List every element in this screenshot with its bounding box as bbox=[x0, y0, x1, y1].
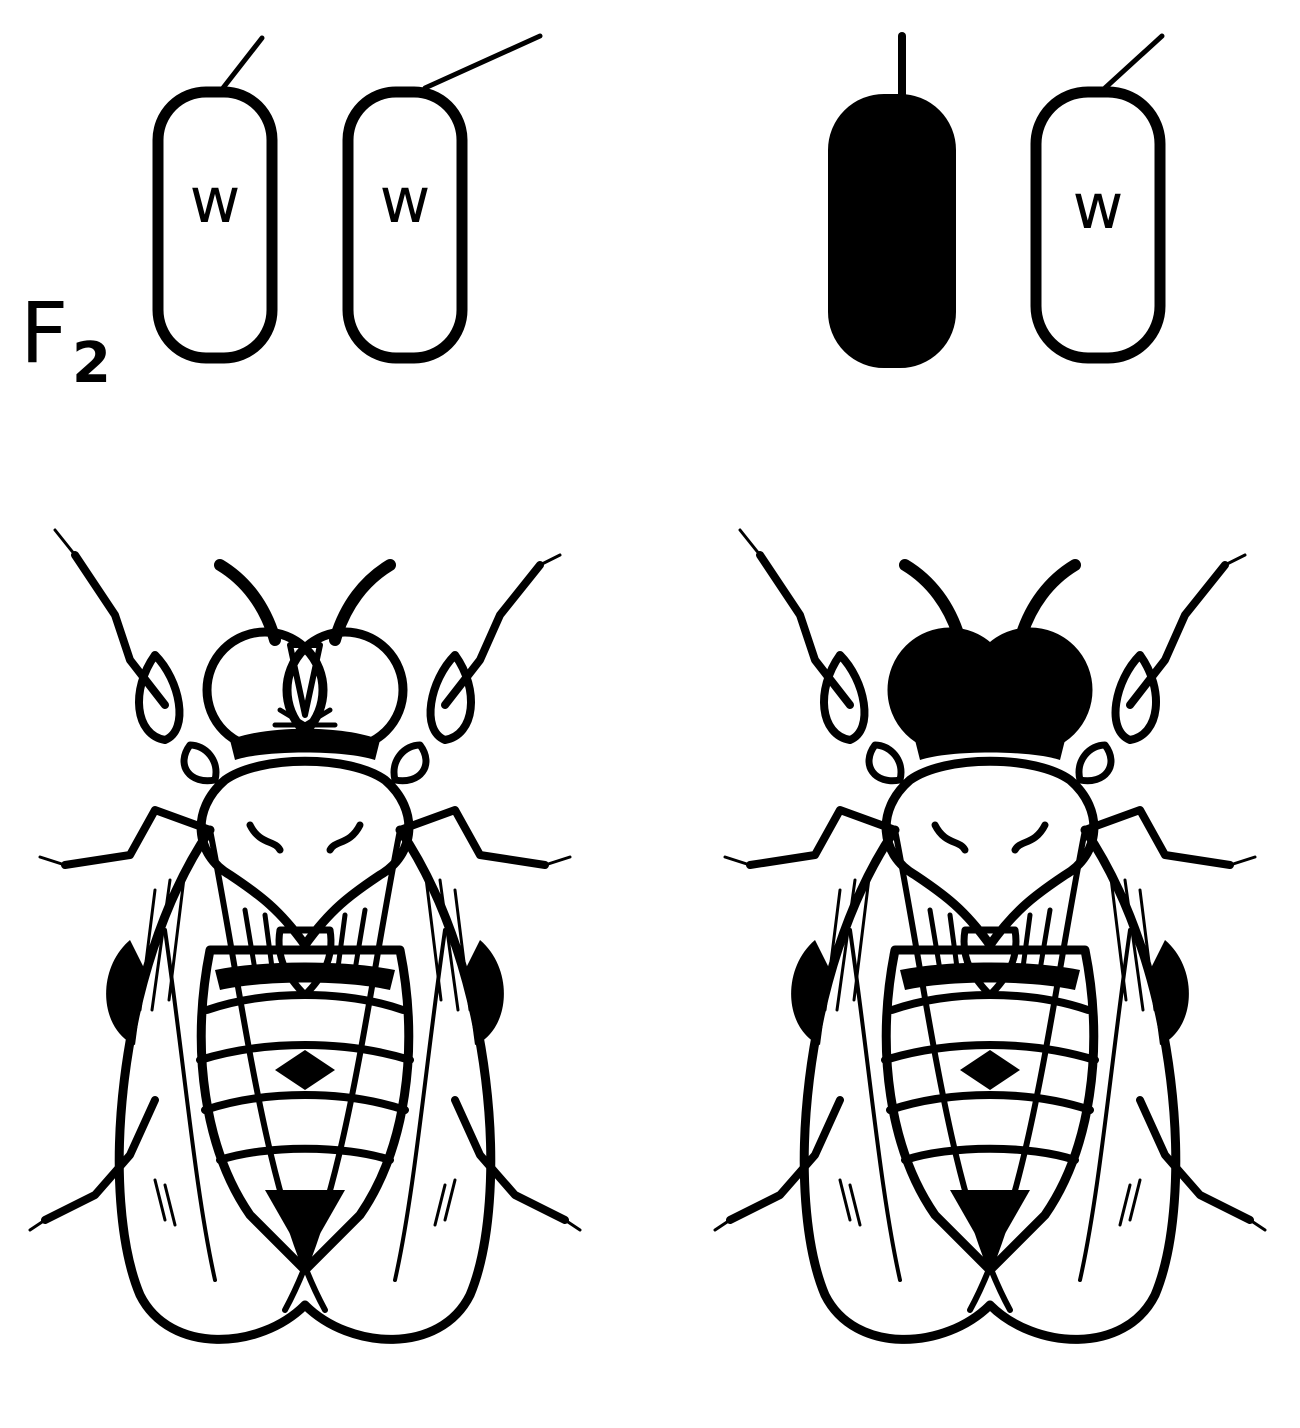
white-eye-head bbox=[207, 632, 403, 748]
chromosome-x-red bbox=[832, 36, 952, 364]
chromosome-label: w bbox=[380, 164, 431, 237]
fly-red-eyed bbox=[715, 530, 1265, 1339]
left-chromosome-pair: w w bbox=[158, 36, 540, 358]
red-eye-head bbox=[892, 632, 1088, 748]
right-chromosome-pair: w bbox=[832, 36, 1162, 364]
chromosome-label: w bbox=[1073, 170, 1124, 243]
fly-white-eyed bbox=[30, 530, 580, 1339]
generation-letter: F bbox=[20, 284, 68, 382]
chromosome-x-white-3: w bbox=[1036, 36, 1162, 358]
chromosome-x-white-1: w bbox=[158, 38, 272, 358]
generation-label: F 2 bbox=[20, 284, 111, 396]
chromosome-x-white-2: w bbox=[348, 36, 540, 358]
chromosome-label: w bbox=[190, 164, 241, 237]
generation-subscript: 2 bbox=[72, 331, 111, 396]
